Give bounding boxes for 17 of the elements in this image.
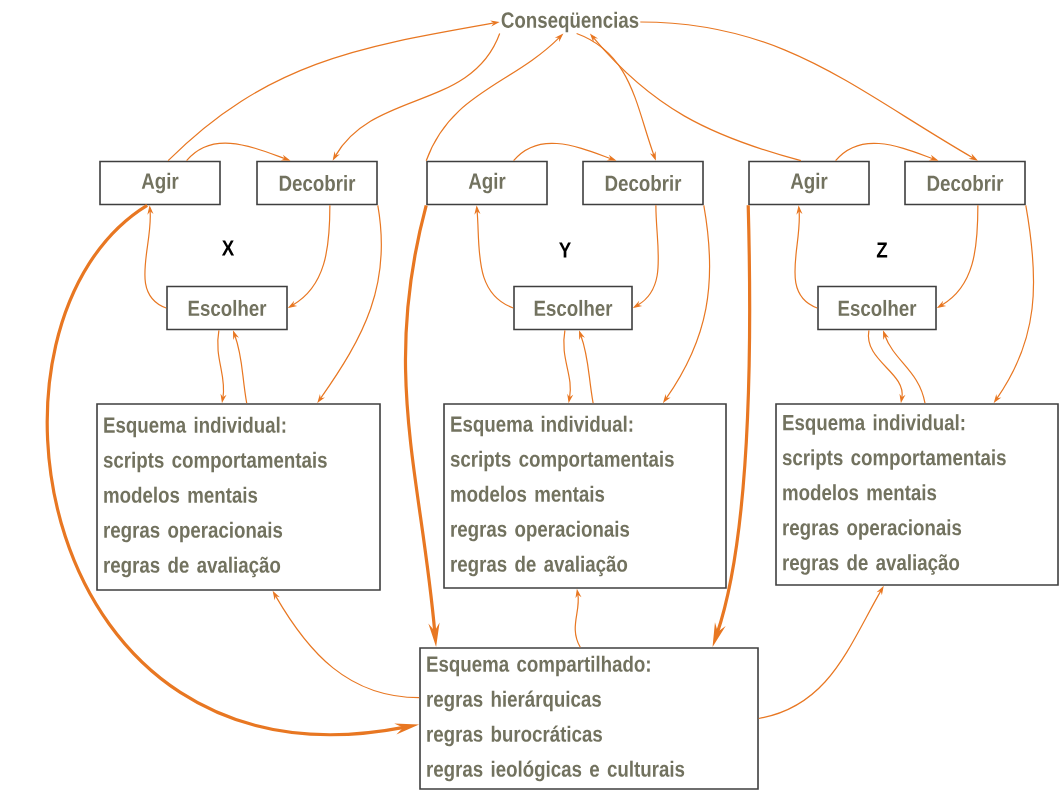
process-box: Escolher <box>817 285 937 331</box>
group-label: Y <box>559 242 571 258</box>
schema-box: Esquema individual: scripts comportamentais modelos mentais regras operacionais regras de avaliação <box>96 403 381 591</box>
process-box: Escolher <box>166 285 288 331</box>
process-box: Escolher <box>513 285 633 331</box>
group-label: X <box>221 240 235 256</box>
schema-box: Esquema compartilhado: regras hierárquicas regras burocráticas regras ieológicas e culturais <box>419 647 759 790</box>
process-box: Decobrir <box>256 160 378 206</box>
process-box: Agir <box>426 160 548 206</box>
schema-box: Esquema individual: scripts comportamentais modelos mentais regras operacionais regras de avaliação <box>443 403 727 589</box>
node-text: Conseqüencias <box>501 11 639 33</box>
group-label: Z <box>876 242 888 258</box>
process-box: Agir <box>748 160 870 206</box>
process-box: Decobrir <box>904 160 1026 206</box>
process-box: Decobrir <box>582 160 704 206</box>
process-box: Agir <box>99 160 221 206</box>
schema-box: Esquema individual: scripts comportamentais modelos mentais regras operacionais regras de avaliação <box>775 403 1059 586</box>
